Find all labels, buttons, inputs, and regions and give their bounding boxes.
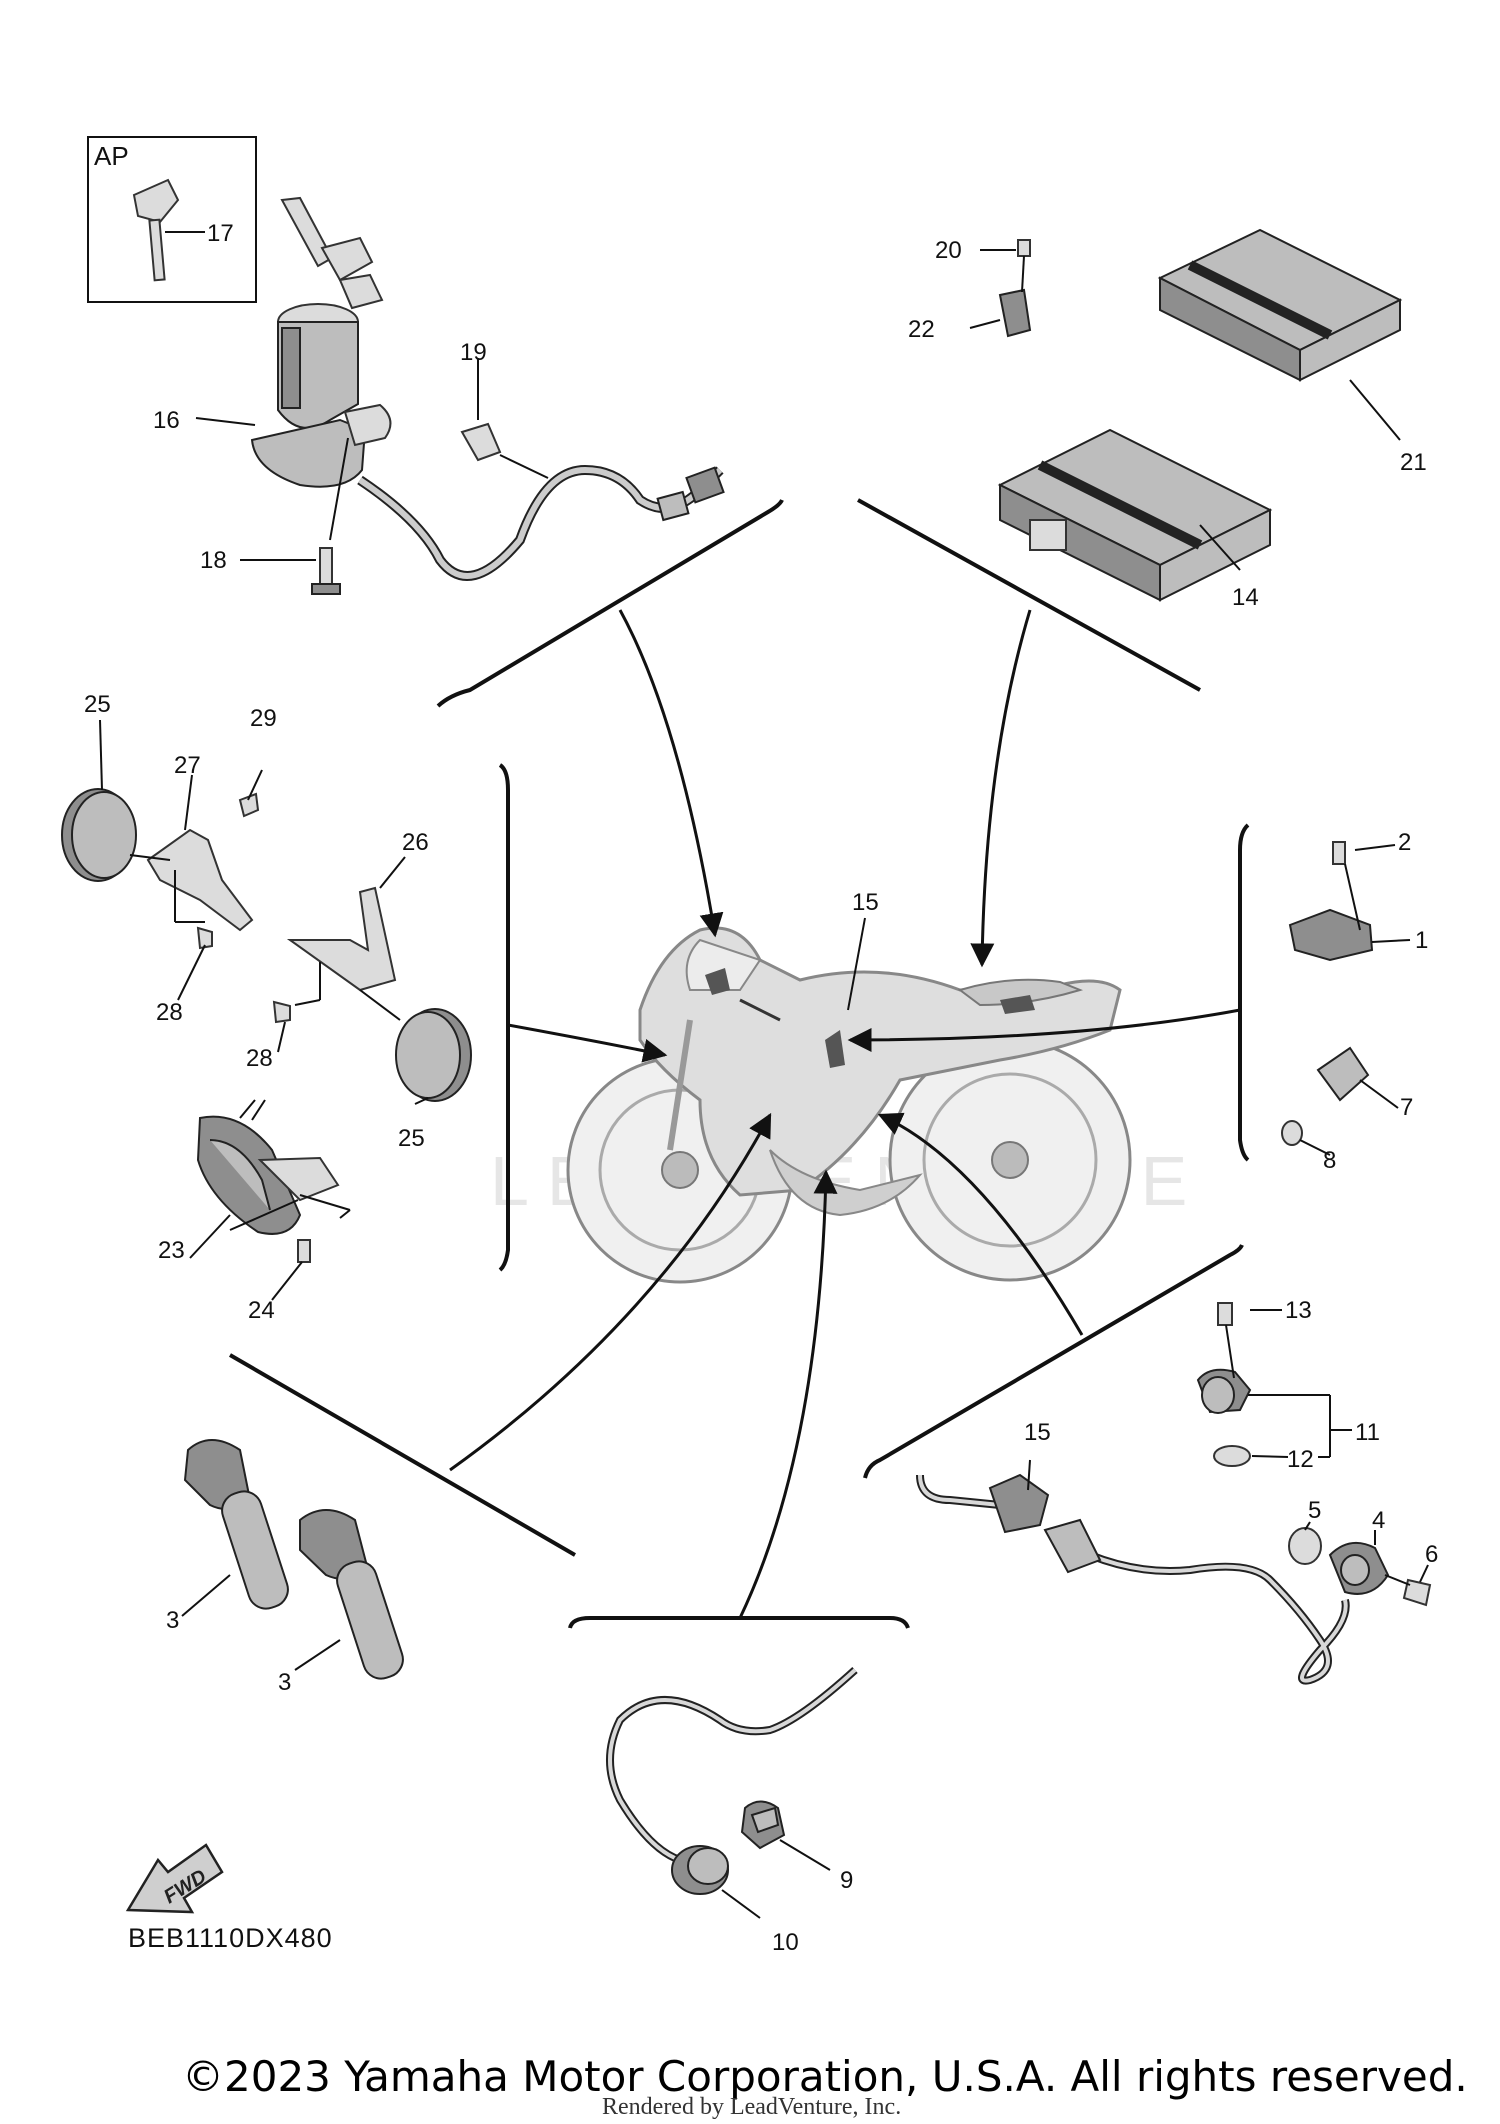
- callout-5: 5: [1308, 1497, 1321, 1524]
- callout-23: 23: [158, 1237, 185, 1264]
- sensor-group-right: [1281, 841, 1411, 1156]
- ap-box: [87, 136, 257, 303]
- callout-13: 13: [1285, 1297, 1312, 1324]
- fwd-arrow-icon: FWD: [125, 1843, 224, 1914]
- sensor-part-9: [740, 1800, 786, 1850]
- rendered-by-credit: Rendered by LeadVenture, Inc.: [602, 2094, 902, 2120]
- callout-24: 24: [248, 1297, 275, 1324]
- callout-12: 12: [1287, 1446, 1314, 1473]
- callout-29: 29: [250, 705, 277, 732]
- o-ring-part-12: [1213, 1445, 1251, 1467]
- callout-9: 9: [840, 1867, 853, 1894]
- ignition-group: AP: [87, 136, 725, 595]
- leader-lines: [228, 498, 1250, 1629]
- connector-part-15b: [988, 1473, 1050, 1534]
- callout-27: 27: [174, 752, 201, 779]
- stay-part-27: [146, 828, 254, 932]
- sensor-part-11: [1196, 1368, 1252, 1414]
- ecu-group: [969, 228, 1403, 602]
- callout-2: 2: [1398, 829, 1411, 856]
- sensor-part-4: [1328, 1541, 1390, 1595]
- bolt-part-24: [297, 1239, 311, 1263]
- motorcycle-illustration: [566, 926, 1132, 1284]
- callout-4: 4: [1372, 1507, 1385, 1534]
- callout-19: 19: [460, 339, 487, 366]
- callout-6: 6: [1425, 1541, 1438, 1568]
- callout-14: 14: [1232, 584, 1259, 611]
- callout-22: 22: [908, 316, 935, 343]
- gasket-part-8: [1281, 1120, 1303, 1146]
- callout-1: 1: [1415, 927, 1428, 954]
- bracket-part-22: [998, 288, 1032, 338]
- ecu-part-14: [997, 428, 1273, 602]
- bolt-part-20: [1017, 239, 1031, 257]
- callout-25b: 25: [398, 1125, 425, 1152]
- drawing-code: BEB1110DX480: [128, 1923, 333, 1953]
- coil-part-3b: [299, 1509, 404, 1680]
- callouts: 17 16 18 19 20 22 21 14 25 29 27 26 28 2…: [84, 220, 1438, 1956]
- callout-17: 17: [207, 220, 234, 247]
- ecu-part-21: [1157, 228, 1403, 382]
- callout-8: 8: [1323, 1147, 1336, 1174]
- callout-3b: 3: [278, 1669, 291, 1696]
- bolt-part-2: [1332, 841, 1346, 865]
- callout-20: 20: [935, 237, 962, 264]
- ignition-coils-group: [181, 1439, 404, 1680]
- callout-16: 16: [153, 407, 180, 434]
- cover-part-25a: [61, 788, 137, 882]
- callout-26: 26: [402, 829, 429, 856]
- nut-part-28a: [196, 926, 213, 950]
- callout-28b: 28: [246, 1045, 273, 1072]
- clamp-part-19: [460, 422, 502, 462]
- key-part-17: [132, 178, 180, 282]
- coil-part-3a: [183, 1439, 289, 1610]
- sensor-part-1: [1288, 908, 1374, 962]
- nut-part-28b: [272, 1000, 291, 1024]
- bolt-part-13: [1217, 1302, 1233, 1326]
- bolt-part-6: [1402, 1578, 1432, 1607]
- sensor-group-bottom: [606, 1667, 858, 1919]
- callout-15b: 15: [1024, 1419, 1051, 1446]
- stay-part-26: [286, 886, 397, 992]
- copyright-notice: ©2023 Yamaha Motor Corporation, U.S.A. A…: [182, 2052, 1468, 2101]
- horn-cover-group: [61, 719, 472, 1301]
- ignition-switch-part-16: [250, 303, 392, 488]
- cover-part-25b: [395, 1008, 472, 1102]
- callout-15a: 15: [852, 889, 879, 916]
- bolt-part-18: [311, 547, 341, 595]
- ap-label: AP: [94, 141, 129, 171]
- callout-10: 10: [772, 1929, 799, 1956]
- horn-part-23: [196, 1099, 340, 1235]
- sensor-part-7: [1316, 1046, 1370, 1102]
- gasket-part-5: [1288, 1527, 1322, 1565]
- callout-21: 21: [1400, 449, 1427, 476]
- callout-28a: 28: [156, 999, 183, 1026]
- callout-11: 11: [1355, 1419, 1380, 1446]
- sensor-part-10: [671, 1845, 729, 1895]
- callout-25a: 25: [84, 691, 111, 718]
- callout-7: 7: [1400, 1094, 1413, 1121]
- callout-3a: 3: [166, 1607, 179, 1634]
- sensor-group-bottom-right: [916, 1302, 1432, 1685]
- callout-18: 18: [200, 547, 227, 574]
